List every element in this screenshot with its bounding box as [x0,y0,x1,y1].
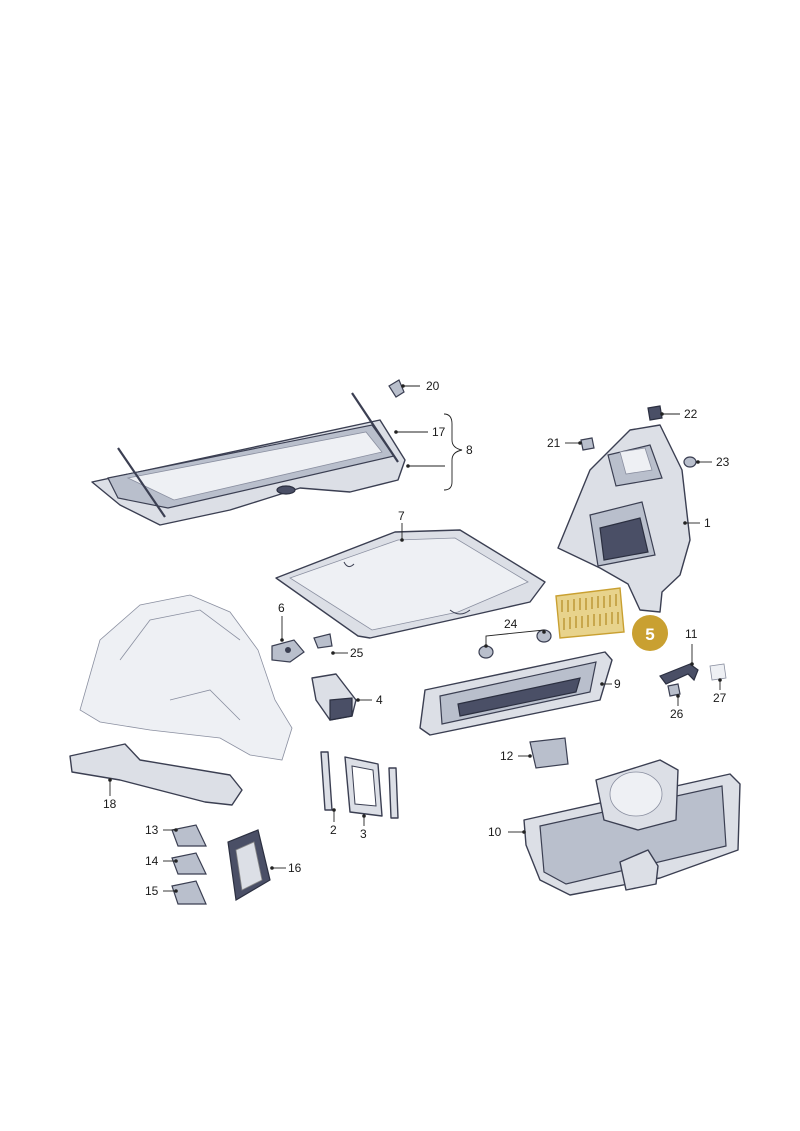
part-label-10: 10 [488,825,502,839]
part-label-13: 13 [145,823,159,837]
wheel-arch-insulation [79,594,293,761]
part-6-latch [271,639,305,663]
part-1-side-trim [557,424,691,613]
part-5-badge: 5 [632,615,668,651]
part-label-24: 24 [504,617,518,631]
part-label-6: 6 [278,601,285,615]
part-18-rail-trim [69,743,243,806]
part-label-2: 2 [330,823,337,837]
part-label-16: 16 [288,861,302,875]
part-22-clip [647,405,663,421]
part-10-floor-tray [523,759,741,896]
part-label-27: 27 [713,691,727,705]
part-27-bush [709,663,727,681]
part-label-21: 21 [547,436,561,450]
part-label-18: 18 [103,797,117,811]
part-label-11: 11 [685,627,698,641]
part-16-panel [227,829,271,901]
part-14-net [171,852,207,875]
part-2-strip [320,751,333,811]
part-4-bracket [311,673,357,721]
part-15-net [171,880,207,905]
part-21-clip [580,437,595,451]
part-5-insulation-mat [555,587,625,639]
part-label-15: 15 [145,884,159,898]
part-label-12: 12 [500,749,514,763]
part-label-17: 17 [432,425,446,439]
part-7-floor-cover [275,529,546,639]
part-26-screw [667,683,681,697]
leader-lines [108,384,722,893]
part-label-4: 4 [376,693,383,707]
part-label-20: 20 [426,379,440,393]
part-label-7: 7 [398,509,405,523]
part-12-cover [529,737,569,769]
part-label-9: 9 [614,677,621,691]
part-8-parcel-shelf [91,392,406,526]
part-label-14: 14 [145,854,159,868]
part-label-1: 1 [704,516,711,530]
part-label-3: 3 [360,827,367,841]
part-23-clip [683,456,697,468]
part-9-sill-trim [419,651,613,736]
part-11-handle [659,663,699,685]
part-label-25: 25 [350,646,364,660]
part-label-22: 22 [684,407,698,421]
part-13-net [171,824,207,847]
part-3-frame [344,756,399,819]
part-label-26: 26 [670,707,684,721]
part-24-clips [478,629,552,659]
part-label-8: 8 [466,443,473,457]
part-20-clip [388,379,405,398]
part-labels: 20 17 8 7 21 22 23 1 6 25 4 24 9 11 26 2… [103,379,730,898]
part-label-5: 5 [645,625,654,644]
part-25-screw [313,633,333,649]
part-label-23: 23 [716,455,730,469]
